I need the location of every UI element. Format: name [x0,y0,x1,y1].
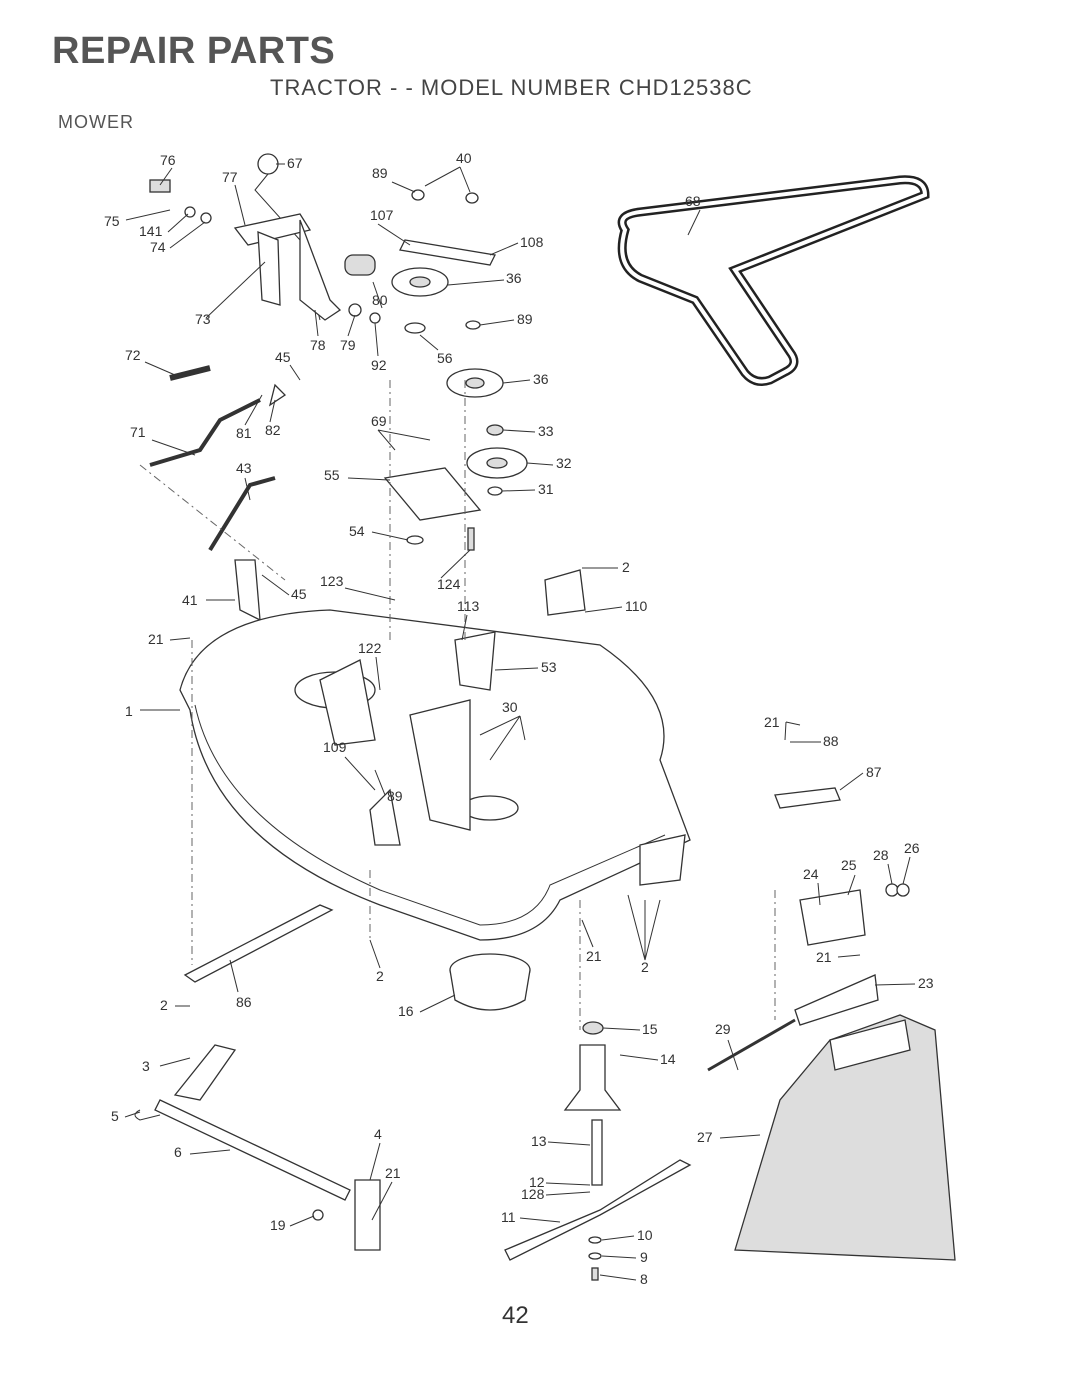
callout-label: 92 [371,357,387,373]
callout-label: 36 [506,270,522,286]
callout-label: 21 [764,714,780,730]
callout-label: 23 [918,975,934,991]
callout-label: 2 [622,559,630,575]
callout-label: 108 [520,234,544,250]
callout-label: 13 [531,1133,547,1149]
callout-label: 77 [222,169,238,185]
baffle-part [449,953,531,1011]
callout-label: 31 [538,481,554,497]
leader-lines [124,163,916,1281]
callout-labels: 76 67 77 89 40 75 141 74 107 68 108 36 8… [104,150,934,1287]
callout-label: 87 [866,764,882,780]
callout-label: 26 [904,840,920,856]
callout-label: 89 [517,311,533,327]
callout-label: 86 [236,994,252,1010]
callout-label: 113 [457,598,480,614]
discharge-parts [707,787,956,1261]
callout-label: 124 [437,576,461,592]
callout-label: 81 [236,425,252,441]
callout-label: 82 [265,422,281,438]
lower-linkage-part [134,904,381,1251]
callout-label: 76 [160,152,176,168]
callout-label: 89 [387,788,403,804]
callout-label: 53 [541,659,557,675]
callout-label: 21 [385,1165,401,1181]
callout-label: 45 [275,349,291,365]
callout-label: 79 [340,337,356,353]
callout-label: 2 [376,968,384,984]
callout-label: 73 [195,311,211,327]
callout-label: 55 [324,467,340,483]
callout-label: 15 [642,1021,658,1037]
callout-label: 24 [803,866,819,882]
lift-linkage-part [149,153,381,622]
callout-label: 41 [182,592,198,608]
page-number: 42 [502,1302,529,1329]
callout-label: 8 [640,1271,648,1287]
callout-label: 1 [125,703,133,719]
callout-label: 21 [148,631,164,647]
callout-label: 33 [538,423,554,439]
callout-label: 69 [371,413,387,429]
callout-label: 75 [104,213,120,229]
drive-belt-part [617,175,930,386]
callout-label: 110 [625,598,648,614]
spindle-blade-part [504,1021,692,1281]
callout-label: 141 [139,223,163,239]
callout-label: 4 [374,1126,382,1142]
callout-label: 9 [640,1249,648,1265]
callout-label: 71 [130,424,146,440]
page-title: REPAIR PARTS [52,30,336,72]
callout-label: 27 [697,1129,713,1145]
callout-label: 10 [637,1227,653,1243]
callout-label: 56 [437,350,453,366]
alignment-lines [139,380,776,1030]
callout-label: 3 [142,1058,150,1074]
callout-label: 30 [502,699,518,715]
callout-label: 72 [125,347,141,363]
callout-label: 68 [685,193,701,209]
callout-label: 122 [358,640,382,656]
callout-label: 74 [150,239,166,255]
section-label: MOWER [58,112,134,132]
callout-label: 40 [456,150,472,166]
callout-label: 128 [521,1186,545,1202]
callout-label: 2 [160,997,168,1013]
callout-label: 21 [586,948,602,964]
callout-label: 54 [349,523,365,539]
callout-label: 11 [501,1209,516,1225]
callout-label: 45 [291,586,307,602]
callout-label: 32 [556,455,572,471]
callout-label: 6 [174,1144,182,1160]
callout-label: 89 [372,165,388,181]
callout-label: 25 [841,857,857,873]
callout-label: 21 [816,949,832,965]
callout-label: 43 [236,460,252,476]
callout-label: 78 [310,337,326,353]
pulley-stack-part [383,189,528,551]
mower-deck-part [179,569,691,941]
callout-label: 28 [873,847,889,863]
model-subtitle: TRACTOR - - MODEL NUMBER CHD12538C [270,75,753,100]
callout-label: 14 [660,1051,676,1067]
callout-label: 107 [370,207,394,223]
callout-label: 109 [323,739,347,755]
callout-label: 80 [372,292,388,308]
callout-label: 36 [533,371,549,387]
callout-label: 88 [823,733,839,749]
callout-label: 2 [641,959,649,975]
callout-label: 12 [529,1174,545,1190]
callout-label: 19 [270,1217,286,1233]
callout-label: 67 [287,155,303,171]
callout-label: 16 [398,1003,414,1019]
callout-label: 123 [320,573,344,589]
callout-label: 5 [111,1108,119,1124]
callout-label: 29 [715,1021,731,1037]
